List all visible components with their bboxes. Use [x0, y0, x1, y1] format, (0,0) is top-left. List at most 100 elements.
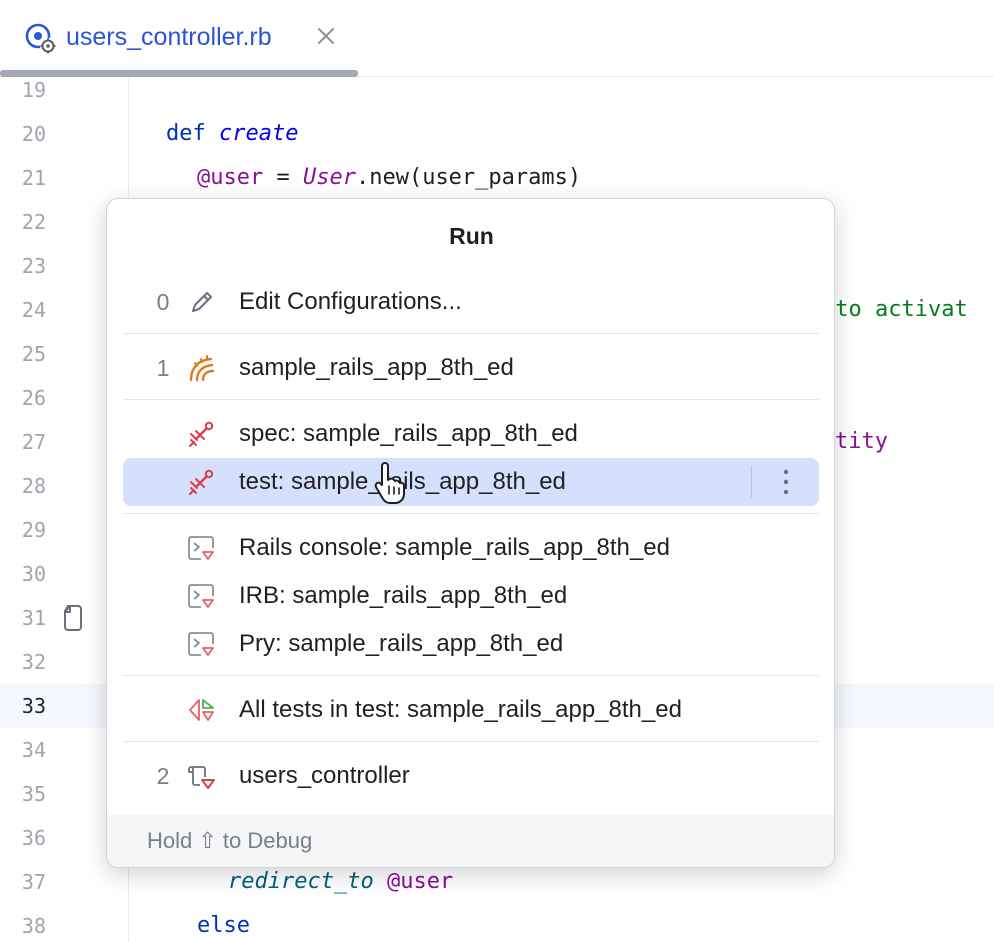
run-popup: Run 0 Edit Configurations... 1 sample_ra… — [106, 198, 835, 868]
separator — [123, 333, 819, 334]
editor-line[interactable]: 36 — [0, 816, 994, 860]
line-number: 28 — [21, 474, 46, 498]
close-icon[interactable] — [314, 24, 338, 48]
line-number: 29 — [21, 518, 46, 542]
line-number: 19 — [21, 78, 46, 102]
editor-line[interactable]: 34 — [0, 728, 994, 772]
run-item-rails-console[interactable]: Rails console: sample_rails_app_8th_ed — [123, 524, 819, 572]
rspec-icon — [189, 421, 214, 447]
ruby-controller-icon — [25, 23, 56, 54]
run-item-rails-app[interactable]: 1 sample_rails_app_8th_ed — [123, 344, 819, 392]
item-shortcut-number: 0 — [156, 289, 170, 315]
more-vertical-icon[interactable] — [773, 466, 799, 498]
line-number: 36 — [21, 826, 46, 850]
line-number: 21 — [21, 166, 46, 190]
code-line-38: else — [197, 913, 250, 938]
run-item-pry[interactable]: Pry: sample_rails_app_8th_ed — [123, 620, 819, 668]
editor-line[interactable]: 23 — [0, 244, 994, 288]
editor-line[interactable]: 31 — [0, 596, 994, 640]
separator — [123, 741, 819, 742]
item-label: Edit Configurations... — [239, 288, 462, 315]
editor-line[interactable]: 19 — [0, 68, 994, 112]
line-number: 30 — [21, 562, 46, 586]
code-line-21: @user = User.new(user_params) — [197, 156, 581, 200]
editor-line[interactable]: 37 — [0, 860, 994, 904]
line-number: 23 — [21, 254, 46, 278]
pencil-icon — [192, 292, 212, 312]
editor-line[interactable]: 26 — [0, 376, 994, 420]
line-number: 35 — [21, 782, 46, 806]
ruby-script-icon — [188, 766, 216, 790]
item-label: All tests in test: sample_rails_app_8th_… — [239, 696, 682, 723]
popup-footer: Hold ⇧ to Debug — [107, 815, 834, 867]
run-item-spec[interactable]: spec: sample_rails_app_8th_ed — [123, 410, 819, 458]
line-number: 37 — [21, 870, 46, 894]
code-line-20: def create — [166, 112, 298, 156]
code-line-37: redirect_to @user — [228, 860, 453, 904]
tab-users-controller[interactable]: users_controller.rb — [0, 0, 358, 77]
instance-variable: @user — [386, 869, 454, 894]
item-label: Rails console: sample_rails_app_8th_ed — [239, 534, 670, 561]
item-label: spec: sample_rails_app_8th_ed — [239, 420, 578, 447]
line-number: 24 — [21, 298, 46, 322]
run-item-users-controller[interactable]: 2 users_controller — [123, 752, 819, 800]
editor-line[interactable]: 28 — [0, 464, 994, 508]
editor-line[interactable]: 21 — [0, 156, 994, 200]
popup-title: Run — [449, 223, 494, 249]
line-number: 22 — [21, 210, 46, 234]
line-number: 38 — [21, 914, 46, 938]
console-icon — [188, 632, 215, 657]
method-name: create — [219, 121, 299, 146]
editor-tab-bar: users_controller.rb — [0, 0, 994, 77]
item-label: IRB: sample_rails_app_8th_ed — [239, 582, 568, 609]
separator — [123, 513, 819, 514]
item-shortcut-number: 1 — [156, 355, 170, 381]
all-tests-icon — [189, 699, 214, 721]
line-number: 33 — [21, 694, 46, 718]
separator — [123, 399, 819, 400]
editor-line[interactable]: 20 — [0, 112, 994, 156]
code-line-27-fragment: tity — [835, 429, 888, 454]
editor-line[interactable]: 24 — [0, 288, 994, 332]
class-name: User — [302, 165, 356, 190]
line-number: 20 — [21, 122, 46, 146]
rails-icon — [189, 355, 215, 382]
run-item-test[interactable]: test: sample_rails_app_8th_ed — [123, 458, 819, 506]
keyword-def: def — [166, 121, 206, 146]
line-number: 27 — [21, 430, 46, 454]
hand-cursor-icon — [374, 462, 405, 504]
item-shortcut-number: 2 — [156, 763, 170, 789]
editor-line[interactable]: 32 — [0, 640, 994, 684]
line-number: 25 — [21, 342, 46, 366]
console-icon — [188, 584, 215, 609]
item-label: Pry: sample_rails_app_8th_ed — [239, 630, 564, 657]
code-line-24-fragment: to activat — [822, 297, 968, 322]
active-tab-indicator — [0, 70, 358, 77]
tab-label: users_controller.rb — [66, 23, 272, 51]
editor-line[interactable]: 30 — [0, 552, 994, 596]
editor-line[interactable]: 22 — [0, 200, 994, 244]
separator — [123, 675, 819, 676]
instance-variable: @user — [197, 165, 264, 190]
run-item-irb[interactable]: IRB: sample_rails_app_8th_ed — [123, 572, 819, 620]
call-expression: .new(user_params) — [355, 165, 582, 190]
run-item-edit-configurations[interactable]: 0 Edit Configurations... — [123, 278, 819, 326]
line-number: 31 — [21, 606, 46, 630]
line-number: 32 — [21, 650, 46, 674]
line-number: 26 — [21, 386, 46, 410]
line-number: 34 — [21, 738, 46, 762]
editor-line[interactable]: 27 — [0, 420, 994, 464]
method-call: redirect_to — [228, 869, 374, 894]
item-label: sample_rails_app_8th_ed — [239, 354, 514, 381]
item-label: users_controller — [239, 762, 410, 789]
console-icon — [188, 536, 215, 561]
editor-line[interactable]: 35 — [0, 772, 994, 816]
item-action-divider — [751, 466, 752, 498]
file-icon[interactable] — [62, 604, 84, 632]
editor-line[interactable]: 38 — [0, 904, 994, 942]
editor-line[interactable]: 29 — [0, 508, 994, 552]
test-icon — [189, 469, 214, 495]
debug-hint: Hold ⇧ to Debug — [147, 828, 313, 853]
editor-line[interactable]: 25 — [0, 332, 994, 376]
run-item-all-tests[interactable]: All tests in test: sample_rails_app_8th_… — [123, 686, 819, 734]
